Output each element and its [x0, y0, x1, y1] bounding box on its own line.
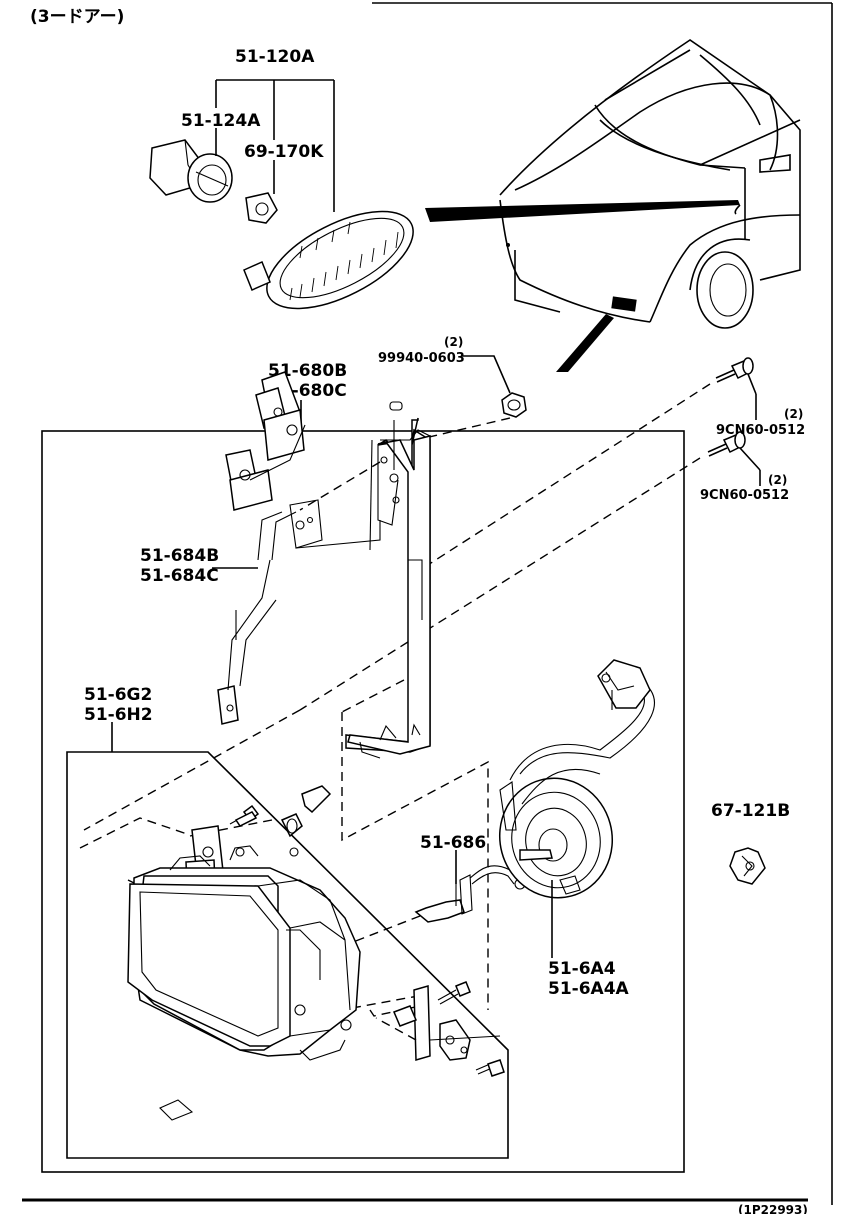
- label-51-684C: 51-684C: [140, 566, 219, 586]
- side-marker-lamp: [149, 139, 414, 310]
- label-51-6H2: 51-6H2: [84, 705, 153, 725]
- label-51-120A: 51-120A: [235, 47, 315, 67]
- fog-pointer: [556, 314, 614, 372]
- fog-bulb-51-686: [414, 865, 526, 923]
- fog-lamp-unit: [127, 845, 361, 1121]
- mounting-bracket: [289, 401, 431, 759]
- dash-bracket-route: [341, 712, 489, 1010]
- label-51-124A: 51-124A: [181, 111, 261, 131]
- fog-bracket-right: [393, 985, 501, 1061]
- foglamp-subframe: [66, 751, 509, 1159]
- dash-bracket-left: [79, 817, 191, 849]
- footer-code: (1P22993): [738, 1203, 808, 1214]
- screw-small-upper: [234, 811, 258, 827]
- bolt-9CN60-0512-lower: [715, 357, 754, 383]
- label-9CN60-0512-lower: 9CN60-0512: [716, 423, 805, 438]
- label-99940-0603: 99940-0603: [378, 351, 465, 366]
- label-69-170K: 69-170K: [244, 142, 324, 162]
- label-51-684B: 51-684B: [140, 546, 219, 566]
- bolt-9CN60-0512-upper: [707, 431, 746, 457]
- socket-harness-51-6A4: [498, 659, 655, 899]
- label-9CN-lower-qty: (2): [784, 407, 803, 421]
- leader-9CN-upper: [739, 447, 761, 471]
- leader-9CN-lower: [747, 373, 757, 395]
- dash-bolt-upper: [299, 457, 701, 711]
- car-illustration: [499, 39, 801, 329]
- dash-fog-top: [83, 709, 301, 831]
- screw-right-upper: [437, 981, 471, 1005]
- dash-nut: [407, 417, 511, 443]
- nut-99940-0603: [501, 392, 527, 418]
- dash-bolt-lower: [419, 383, 711, 571]
- dash-bracket-link: [299, 461, 381, 511]
- label-9CN60-0512-upper: 9CN60-0512: [700, 488, 789, 503]
- label-9CN-upper-qty: (2): [768, 473, 787, 487]
- label-67-121B: 67-121B: [711, 801, 790, 821]
- label-51-680B: 51-680B: [268, 361, 347, 381]
- side-marker-leaders: [215, 79, 335, 212]
- label-99940-qty: (2): [444, 335, 463, 349]
- label-51-6A4: 51-6A4: [548, 959, 616, 979]
- label-51-6G2: 51-6G2: [84, 685, 152, 705]
- page-title: (3ードアー): [30, 7, 124, 27]
- adjuster-51-684: [217, 371, 306, 725]
- vent-pipe: [280, 785, 332, 838]
- dash-side-bracket-3: [375, 1017, 417, 1041]
- clip-67-121B: [729, 847, 766, 885]
- label-51-6A4A: 51-6A4A: [548, 979, 630, 999]
- leader-99940: [462, 355, 511, 394]
- label-51-686: 51-686: [420, 833, 486, 853]
- dash-bracket-low: [341, 679, 405, 713]
- screw-right-lower: [475, 1059, 505, 1077]
- dash-side-bracket-2: [351, 995, 419, 1009]
- marker-pointer: [425, 200, 740, 222]
- assembly-frame-51-680: [41, 430, 685, 1173]
